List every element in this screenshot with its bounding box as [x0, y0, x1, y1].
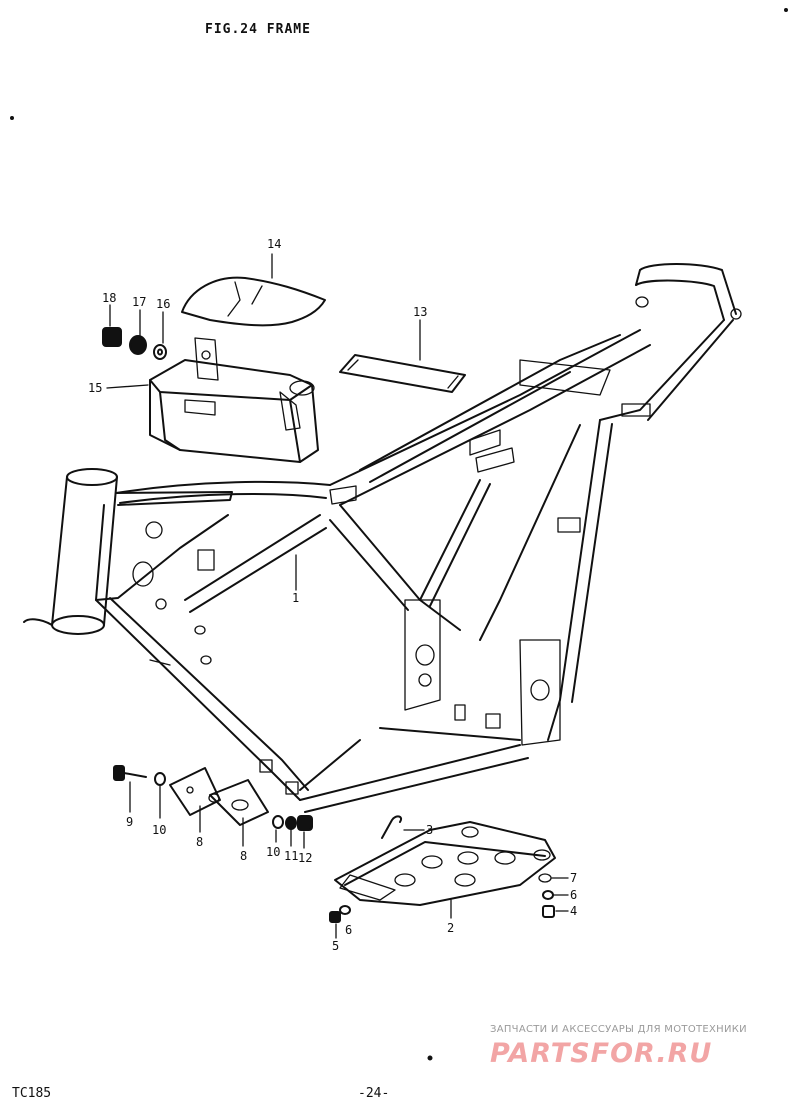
callout-18: 18 [102, 291, 117, 305]
washer-part-11 [285, 816, 297, 830]
bolt-part-5 [329, 911, 341, 923]
skid-plate-part-2 [334, 821, 556, 906]
callout-1: 1 [292, 591, 300, 605]
callout-6-left: 6 [345, 923, 353, 937]
bracket-part-8-left [169, 767, 221, 816]
callout-10-left: 10 [152, 823, 167, 837]
washer-part-17 [129, 335, 147, 355]
callout-16: 16 [156, 297, 171, 311]
callout-14: 14 [267, 237, 282, 251]
callout-8-right: 8 [240, 849, 248, 863]
watermark-logo: PARTSFOR.RU [490, 1038, 713, 1069]
tool-box-part-15 [149, 337, 319, 463]
callout-12: 12 [298, 851, 313, 865]
washer-part-10-left [154, 772, 166, 786]
callout-3: 3 [426, 823, 434, 837]
page-number: -24- [358, 1086, 390, 1101]
callout-4: 4 [570, 904, 578, 918]
strap-part-13 [339, 354, 466, 393]
main-frame-part-1 [23, 263, 742, 813]
bolt-part-3 [381, 815, 402, 839]
callout-11: 11 [284, 849, 299, 863]
callout-15: 15 [88, 381, 103, 395]
bolt-part-9 [113, 765, 147, 781]
callout-9: 9 [126, 815, 134, 829]
callout-13: 13 [413, 305, 428, 319]
nut-part-18 [102, 327, 122, 347]
callout-8-left: 8 [196, 835, 204, 849]
nut-part-12 [297, 815, 313, 831]
bolt-part-4 [542, 905, 555, 918]
model-code: TC185 [12, 1086, 52, 1101]
callout-7: 7 [570, 871, 578, 885]
tank-strap-part-14 [181, 276, 326, 327]
callout-10-right: 10 [266, 845, 281, 859]
collar-part-7 [538, 873, 552, 883]
washer-part-16 [153, 344, 167, 360]
washer-part-10-right [272, 815, 284, 829]
scan-speckles [10, 8, 788, 1061]
washer-part-6-right [542, 890, 554, 900]
watermark-caption: ЗАПЧАСТИ И АКСЕССУАРЫ ДЛЯ МОТОТЕХНИКИ [490, 1024, 747, 1035]
figure-title: FIG.24 FRAME [205, 22, 311, 37]
bracket-part-8-right [208, 779, 269, 826]
callout-2: 2 [447, 921, 455, 935]
washer-part-6-left [339, 905, 351, 915]
callout-6-right: 6 [570, 888, 578, 902]
callout-5: 5 [332, 939, 340, 953]
callout-17: 17 [132, 295, 147, 309]
leader-lines [106, 253, 569, 939]
